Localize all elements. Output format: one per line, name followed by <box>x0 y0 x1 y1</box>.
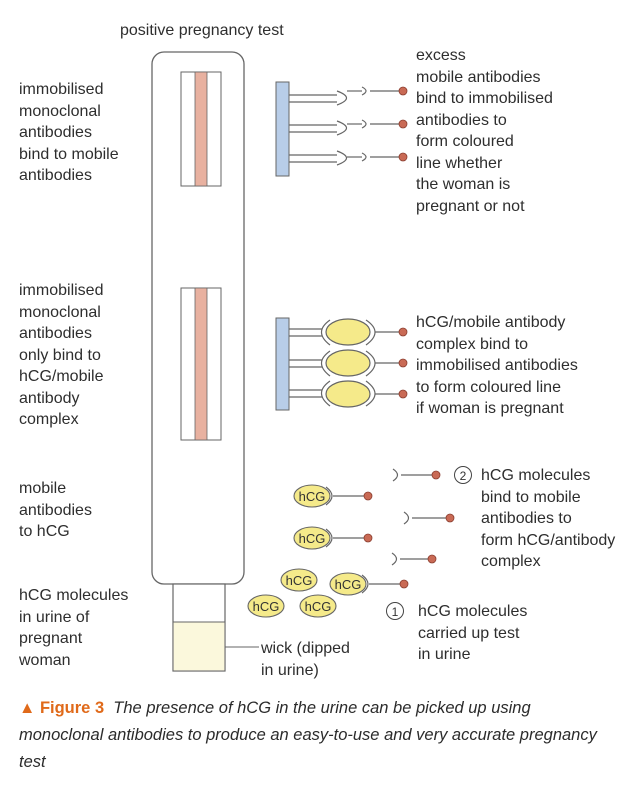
diagram-title: positive pregnancy test <box>120 22 284 39</box>
label-control-result: excess mobile antibodies bind to immobil… <box>416 47 553 215</box>
control-window <box>180 71 222 187</box>
label-step-1: hCG molecules carried up test in urine <box>418 603 528 663</box>
immobilised-antibody-bar <box>275 81 290 177</box>
step-2-circle <box>454 466 472 484</box>
hcg-antibody-complex <box>289 318 403 346</box>
label-test-result: hCG/mobile antibody complex bind to immo… <box>416 314 578 417</box>
control-line <box>194 71 208 187</box>
wick-urine <box>173 622 225 671</box>
caption-text: The presence of hCG in the urine can be … <box>19 699 597 771</box>
label-mobile-antibodies: mobile antibodies to hCG <box>19 480 92 540</box>
mobile-complex <box>329 572 409 596</box>
hcg-antibody-complex <box>289 349 403 377</box>
label-test-zone: immobilised monoclonal antibodies only b… <box>19 282 104 428</box>
triangle-icon: ▲ <box>19 699 36 717</box>
control-antibody-group <box>275 81 408 177</box>
hcg-label: hCG <box>335 577 362 592</box>
step-1-number: 1 <box>392 605 399 619</box>
bound-mobile-antibody <box>289 119 403 136</box>
bound-mobile-antibody <box>289 150 403 166</box>
hcg-label: hCG <box>299 489 326 504</box>
hcg-molecule <box>299 594 337 618</box>
label-hcg-urine: hCG molecules in urine of pregnant woman <box>19 587 129 669</box>
step-2-number: 2 <box>460 469 467 483</box>
label-control-zone: immobilised monoclonal antibodies bind t… <box>19 81 119 184</box>
step-1-circle <box>386 602 404 620</box>
hcg-label: hCG <box>253 599 280 614</box>
pregnancy-test-diagram: hCG hCG hCG hCG hCG hCG 2 1 <box>151 51 472 672</box>
hcg-antibody-complex <box>289 380 403 408</box>
hcg-label: hCG <box>299 531 326 546</box>
free-mobile-antibodies <box>391 468 446 566</box>
test-line <box>194 287 208 441</box>
immobilised-antibody-bar <box>275 317 290 411</box>
hcg-label: hCG <box>286 573 313 588</box>
figure-label: Figure 3 <box>39 699 105 717</box>
figure-caption: ▲ Figure 3 The presence of hCG in the ur… <box>19 695 619 776</box>
test-window <box>180 287 222 441</box>
label-wick: wick (dipped in urine) <box>261 640 350 679</box>
hcg-molecule <box>280 568 318 592</box>
label-step-2: hCG molecules bind to mobile antibodies … <box>481 467 616 570</box>
hcg-molecule <box>247 594 285 618</box>
mobile-complex <box>293 484 373 508</box>
mobile-complex <box>293 526 373 550</box>
test-antibody-group <box>275 317 408 411</box>
bound-mobile-antibody <box>289 86 403 106</box>
hcg-label: hCG <box>305 599 332 614</box>
